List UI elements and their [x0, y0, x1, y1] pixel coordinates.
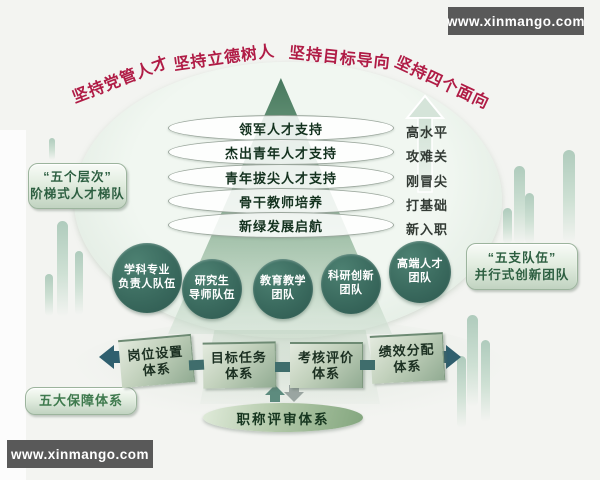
pyramid-level-1: 领军人才支持 — [168, 115, 394, 141]
bar-decoration — [481, 340, 490, 422]
left-tier-label-line1: “五个层次” — [43, 170, 112, 185]
system-1-line2: 体系 — [142, 360, 172, 379]
title-review-ellipse: 职称评审体系 — [203, 403, 363, 432]
watermark-bottom: www.xinmango.com — [7, 440, 153, 468]
watermark-top: www.xinmango.com — [447, 7, 585, 35]
bar-decoration — [563, 150, 575, 243]
right-teams-label: “五支队伍” 并行式创新团队 — [466, 243, 578, 290]
box-connector — [360, 360, 375, 370]
pyramid-level-2-label: 杰出青年人才支持 — [224, 145, 337, 161]
team-circle-4: 科研创新 团队 — [321, 254, 381, 314]
pyramid-level-1-label: 领军人才支持 — [238, 121, 323, 137]
team-4-line1: 科研创新 — [328, 270, 374, 283]
guarantee-systems-text: 五大保障体系 — [38, 393, 123, 409]
bar-decoration — [45, 274, 53, 316]
team-circle-3: 教育教学 团队 — [253, 259, 313, 319]
system-2-line1: 目标任务 — [210, 349, 267, 366]
team-circle-2: 研究生 导师队伍 — [182, 259, 242, 319]
system-3-line2: 体系 — [311, 366, 340, 381]
team-circle-5: 高端人才 团队 — [389, 241, 451, 303]
left-tier-label: “五个层次” 阶梯式人才梯队 — [28, 163, 127, 209]
system-box-2: 目标任务 体系 — [202, 341, 277, 389]
pyramid-level-4: 骨干教师培养 — [168, 188, 394, 214]
team-2-line2: 导师队伍 — [189, 289, 235, 301]
pyramid-level-3-label: 青年拔尖人才支持 — [224, 170, 337, 186]
team-5-line2: 团队 — [408, 272, 432, 284]
system-box-4: 绩效分配 体系 — [369, 332, 446, 384]
team-circle-1: 学科专业 负责人队伍 — [112, 243, 182, 313]
title-review-text: 职称评审体系 — [236, 411, 330, 427]
bar-decoration — [57, 221, 68, 317]
stage-label-5: 新入职 — [406, 222, 449, 237]
system-4-line2: 体系 — [393, 358, 422, 375]
pyramid-level-5-label: 新绿发展启航 — [238, 218, 323, 234]
bar-decoration — [525, 193, 534, 244]
team-2-line1: 研究生 — [194, 275, 230, 288]
team-3-line1: 教育教学 — [260, 275, 306, 288]
pyramid-level-4-label: 骨干教师培养 — [238, 194, 323, 210]
system-box-1: 岗位设置 体系 — [118, 333, 195, 389]
right-teams-label-line2: 并行式创新团队 — [474, 267, 570, 282]
bar-decoration — [514, 166, 525, 244]
guarantee-systems-label: 五大保障体系 — [25, 387, 137, 415]
left-tier-label-line2: 阶梯式人才梯队 — [30, 187, 125, 201]
team-3-line2: 团队 — [271, 289, 295, 301]
stage-label-2: 攻难关 — [406, 149, 449, 164]
team-4-line2: 团队 — [339, 284, 363, 296]
stage-label-4: 打基础 — [406, 198, 449, 213]
stage-label-3: 刚冒尖 — [406, 174, 449, 189]
pyramid-level-2: 杰出青年人才支持 — [168, 139, 394, 165]
team-1-line1: 学科专业 — [124, 264, 170, 277]
system-4-line1: 绩效分配 — [378, 341, 435, 360]
right-teams-label-line1: “五支队伍” — [487, 250, 557, 265]
system-2-line2: 体系 — [225, 365, 254, 382]
bar-decoration — [467, 315, 478, 407]
pyramid-level-5: 新绿发展启航 — [168, 212, 394, 238]
bar-decoration — [457, 356, 466, 428]
box-connector — [188, 359, 205, 371]
team-1-line2: 负责人队伍 — [118, 278, 176, 290]
system-box-3: 考核评价 体系 — [290, 342, 363, 388]
team-5-line1: 高端人才 — [397, 258, 443, 271]
bar-decoration — [503, 208, 512, 244]
box-connector — [275, 362, 290, 372]
bar-decoration — [49, 138, 55, 160]
bar-decoration — [75, 251, 83, 315]
stage-label-1: 高水平 — [406, 125, 449, 140]
system-3-line1: 考核评价 — [297, 349, 354, 365]
left-background-strip — [0, 130, 26, 480]
pyramid-level-3: 青年拔尖人才支持 — [168, 164, 394, 190]
